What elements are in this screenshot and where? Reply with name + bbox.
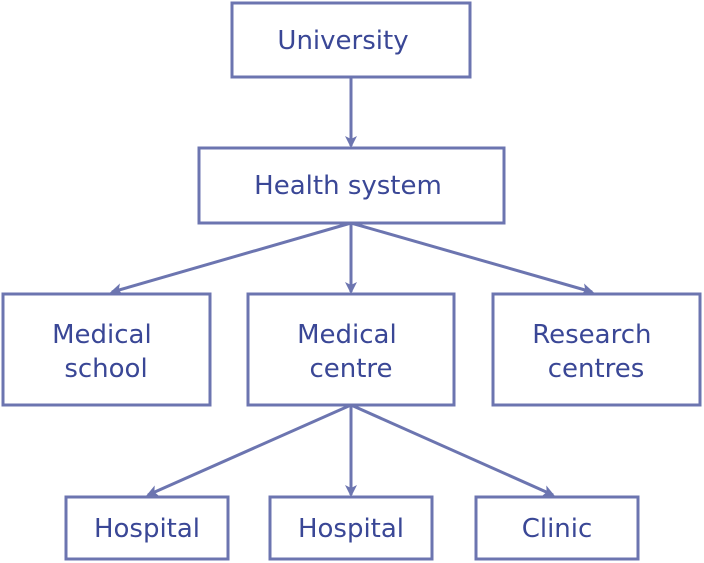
node-research-centres: Research centres <box>491 292 702 407</box>
edge-medical-centre-clinic <box>350 403 555 497</box>
node-medical-centre-box <box>246 292 456 407</box>
edge-medical-centre-hospital-1 <box>146 403 352 497</box>
node-health-system-box <box>197 146 506 225</box>
node-medical-school-box <box>1 292 212 407</box>
node-hospital-1-box <box>64 495 230 561</box>
node-hospital-1: Hospital <box>64 495 230 561</box>
node-research-centres-label: Research centres <box>532 320 660 384</box>
node-university: University <box>230 1 472 79</box>
edge-health-system-medical-school <box>110 221 352 295</box>
node-medical-school: Medical school <box>1 292 212 407</box>
node-clinic: Clinic <box>474 495 640 561</box>
node-medical-school-line-1: Medical <box>52 320 152 350</box>
node-health-system-label: Health system <box>254 171 442 201</box>
node-medical-school-label: Medical school <box>52 320 160 384</box>
node-medical-centre-line-2: centre <box>309 354 392 384</box>
node-medical-school-line-2: school <box>64 354 147 384</box>
node-hospital-1-label: Hospital <box>94 514 200 544</box>
node-medical-centre-label: Medical centre <box>297 320 405 384</box>
node-university-label: University <box>277 26 408 56</box>
node-clinic-label: Clinic <box>522 514 593 544</box>
node-hospital-2-label: Hospital <box>298 514 404 544</box>
edge-health-system-research-centres <box>350 221 594 296</box>
node-research-centres-line-2: centres <box>548 354 645 384</box>
node-research-centres-line-1: Research <box>532 320 651 350</box>
node-clinic-box <box>474 495 640 561</box>
node-university-box <box>230 1 472 79</box>
node-medical-centre: Medical centre <box>246 292 456 407</box>
edges <box>110 78 594 497</box>
node-hospital-2: Hospital <box>268 495 434 561</box>
node-research-centres-box <box>491 292 702 407</box>
node-hospital-2-box <box>268 495 434 561</box>
node-health-system: Health system <box>197 146 506 225</box>
node-medical-centre-line-1: Medical <box>297 320 397 350</box>
